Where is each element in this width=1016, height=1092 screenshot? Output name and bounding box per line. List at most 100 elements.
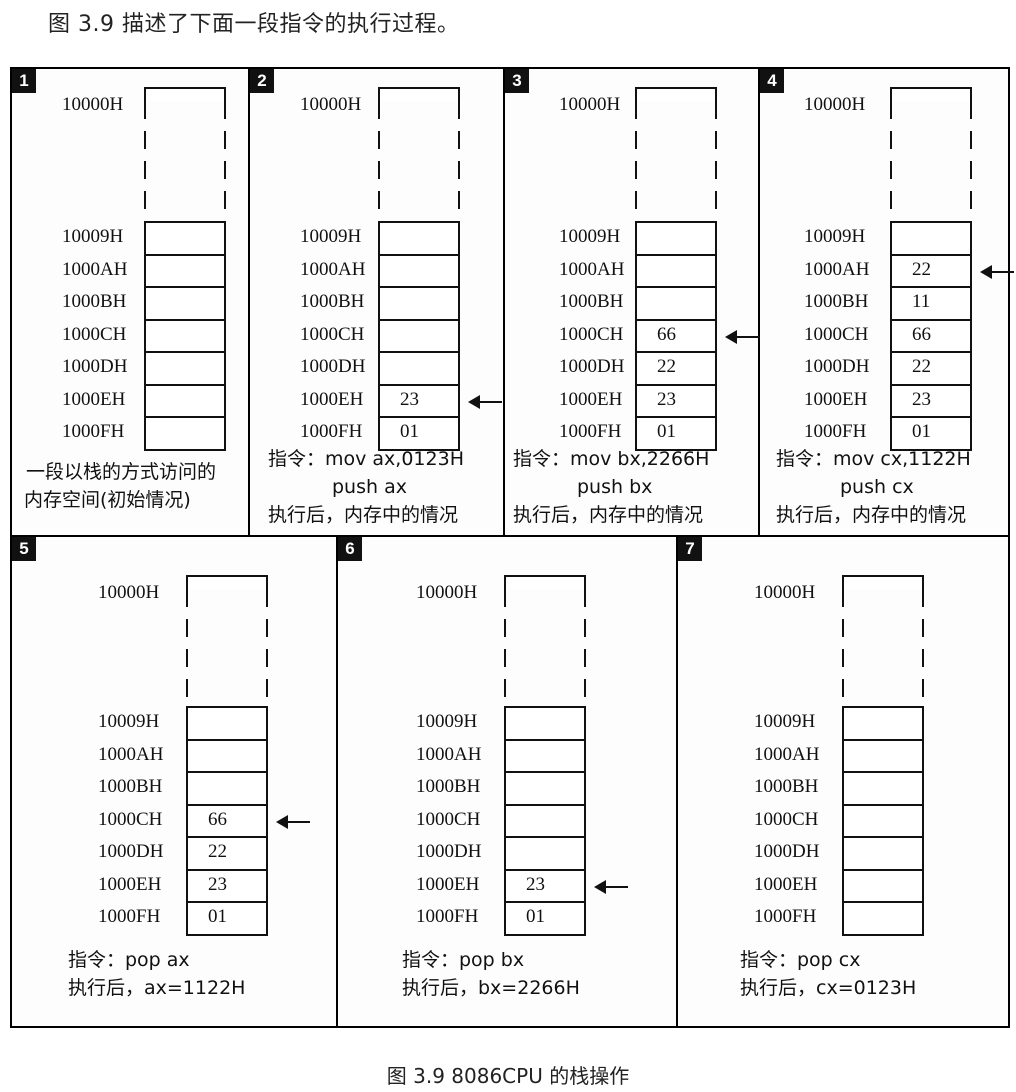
memory-address-label: 1000BH — [62, 291, 127, 312]
stack-operation-figure: 1 10000H 10009H 1000AH 1000BH 1000CH 1000DH 100… — [10, 67, 1014, 1028]
stack-top-region — [186, 575, 268, 589]
memory-address-label: 1000BH — [804, 291, 869, 312]
memory-address-label: 1000CH — [754, 808, 819, 830]
top-address-label: 10000H — [416, 582, 478, 603]
memory-cell: 01 — [635, 416, 717, 451]
memory-cell — [890, 221, 972, 256]
memory-address-label: 10009H — [62, 226, 124, 247]
memory-address-label: 1000AH — [62, 258, 128, 280]
stack-pointer-arrow — [468, 394, 502, 409]
panel-caption-line: 指令：pop ax — [68, 949, 190, 971]
stack-top-region — [890, 87, 972, 101]
stack-right-dashed-edge — [584, 589, 586, 706]
stack-left-dashed-edge — [890, 101, 892, 221]
top-address-label: 10000H — [804, 94, 866, 115]
stack-pointer-arrow — [725, 329, 759, 344]
memory-address-label: 10009H — [300, 226, 362, 247]
memory-address-label: 10009H — [98, 711, 160, 732]
panel-caption-line: 指令：mov cx,1122H — [776, 448, 971, 470]
memory-address-label: 10009H — [559, 226, 621, 247]
top-address-label: 10000H — [62, 94, 124, 115]
memory-address-label: 1000EH — [300, 388, 364, 410]
top-address-label: 10000H — [98, 582, 160, 603]
stack-top-region — [635, 87, 717, 101]
memory-address-label: 1000BH — [98, 776, 163, 797]
memory-cell: 22 — [890, 351, 972, 386]
stack-left-dashed-edge — [635, 101, 637, 221]
memory-cell — [378, 286, 460, 321]
stack-right-dashed-edge — [224, 101, 226, 221]
memory-cell — [378, 221, 460, 256]
memory-cell: 23 — [635, 383, 717, 418]
stack-right-dashed-edge — [970, 101, 972, 221]
memory-address-label: 1000EH — [62, 388, 126, 410]
panel-number-badge: 1 — [12, 69, 36, 93]
memory-cell — [144, 416, 226, 451]
memory-address-label: 1000DH — [62, 356, 128, 377]
panel-caption-line: push bx — [577, 476, 653, 498]
memory-address-label: 1000FH — [300, 421, 363, 442]
memory-cell — [144, 318, 226, 353]
memory-cell — [842, 706, 924, 741]
memory-cell — [842, 836, 924, 871]
panel-number-badge: 5 — [12, 537, 36, 561]
memory-address-label: 1000FH — [416, 906, 479, 927]
memory-cell: 01 — [504, 901, 586, 936]
memory-cell: 66 — [186, 803, 268, 838]
memory-address-label: 1000EH — [98, 873, 162, 895]
memory-address-label: 1000AH — [559, 258, 625, 280]
memory-address-label: 1000EH — [804, 388, 868, 410]
memory-address-label: 1000CH — [804, 323, 869, 345]
memory-address-label: 1000CH — [559, 323, 624, 345]
memory-address-label: 1000CH — [62, 323, 127, 345]
stack-top-region — [504, 575, 586, 589]
memory-cell — [842, 738, 924, 773]
stack-left-dashed-edge — [144, 101, 146, 221]
memory-address-label: 10009H — [804, 226, 866, 247]
stack-left-dashed-edge — [842, 589, 844, 706]
panel-caption-line: 内存空间(初始情况) — [24, 489, 191, 511]
intro-text: 图 3.9 描述了下面一段指令的执行过程。 — [48, 12, 460, 37]
memory-cell: 23 — [890, 383, 972, 418]
memory-cell — [144, 383, 226, 418]
stack-pointer-arrow — [980, 264, 1014, 279]
top-address-label: 10000H — [300, 94, 362, 115]
memory-cell — [378, 351, 460, 386]
top-address-label: 10000H — [559, 94, 621, 115]
memory-cell — [842, 868, 924, 903]
memory-address-label: 1000BH — [559, 291, 624, 312]
memory-address-label: 1000BH — [754, 776, 819, 797]
stack-right-dashed-edge — [458, 101, 460, 221]
panel-caption-line: 指令：mov ax,0123H — [268, 448, 464, 470]
memory-address-label: 1000DH — [416, 841, 482, 862]
memory-cell — [186, 738, 268, 773]
memory-cell — [842, 803, 924, 838]
memory-address-label: 10009H — [416, 711, 478, 732]
memory-cell — [635, 253, 717, 288]
memory-cell — [504, 836, 586, 871]
stack-right-dashed-edge — [715, 101, 717, 221]
memory-cell — [635, 286, 717, 321]
memory-cell: 22 — [890, 253, 972, 288]
memory-cell — [504, 738, 586, 773]
panel-caption-line: 一段以栈的方式访问的 — [26, 461, 217, 483]
panel-caption-line: 指令：mov bx,2266H — [513, 448, 710, 470]
memory-address-label: 1000DH — [300, 356, 366, 377]
panel-caption-line: push cx — [840, 476, 914, 498]
memory-cell — [504, 771, 586, 806]
memory-cell: 22 — [635, 351, 717, 386]
memory-address-label: 1000AH — [98, 743, 164, 765]
panel-number-badge: 3 — [505, 69, 529, 93]
panel-caption-line: 执行后，内存中的情况 — [268, 504, 459, 526]
memory-cell: 23 — [504, 868, 586, 903]
stack-right-dashed-edge — [266, 589, 268, 706]
top-address-label: 10000H — [754, 582, 816, 603]
stack-pointer-arrow — [276, 814, 310, 829]
panel-caption-line: 指令：pop cx — [740, 949, 861, 971]
memory-cell — [144, 221, 226, 256]
panel-caption-line: push ax — [332, 476, 407, 498]
stack-right-dashed-edge — [922, 589, 924, 706]
